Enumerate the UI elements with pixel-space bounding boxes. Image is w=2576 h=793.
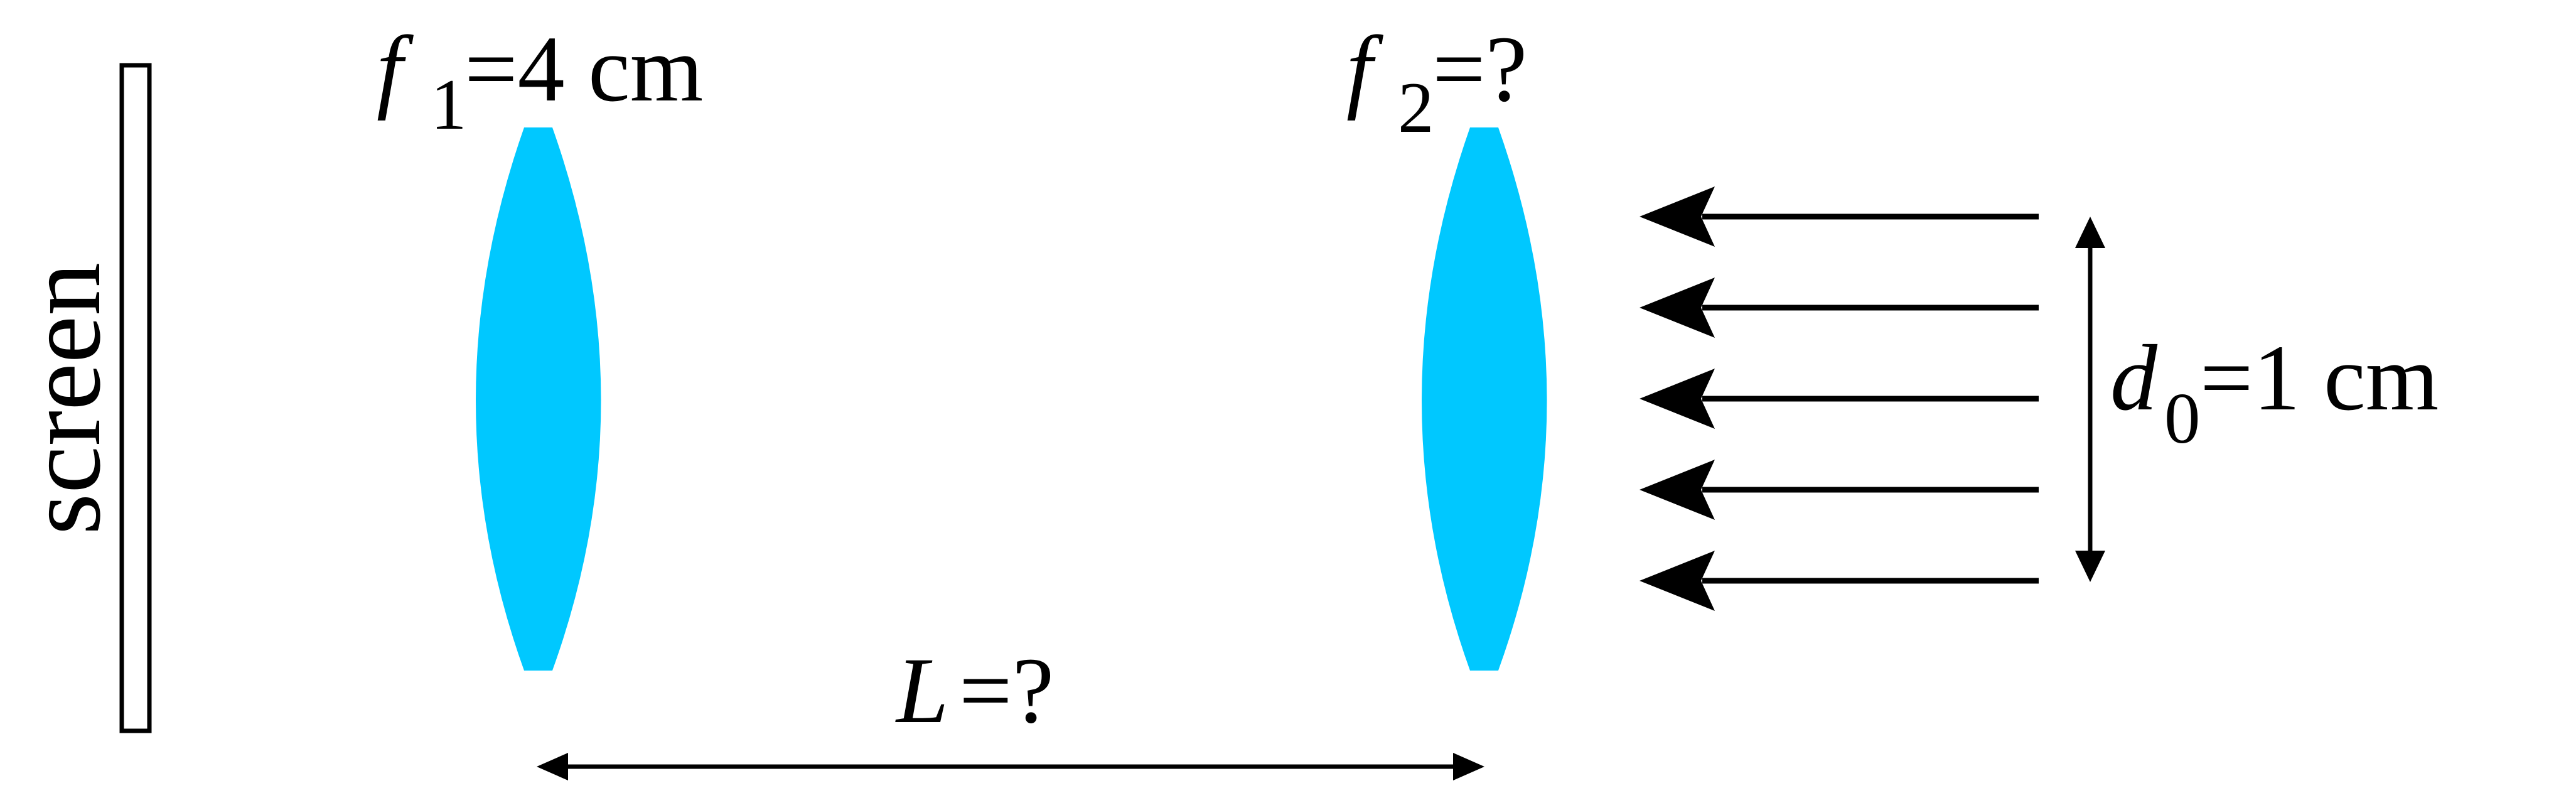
lens-2	[1422, 127, 1547, 671]
incoming-rays	[1640, 186, 2039, 611]
lens-1-focal-subscript: 1	[431, 65, 467, 144]
screen-plate	[119, 63, 152, 733]
beam-width-symbol: d	[2110, 326, 2158, 430]
beam-width-subscript: 0	[2164, 379, 2201, 458]
lens-2-focal-value: =?	[1432, 17, 1527, 121]
screen-label: screen	[4, 262, 122, 535]
ray-arrow-head	[1640, 551, 1715, 611]
lens-2-focal-symbol: f	[1346, 17, 1383, 121]
beam-width-label: d0=1 cm	[2110, 326, 2439, 458]
beam-width-arrow-head-bottom	[2075, 551, 2105, 582]
beam-width-value: =1 cm	[2200, 326, 2439, 430]
separation-label: L=?	[895, 639, 1054, 743]
lens-2-focal-subscript: 2	[1398, 68, 1434, 148]
ray-arrow-head	[1640, 186, 1715, 247]
lens-1-focal-value: =4 cm	[464, 17, 703, 121]
ray-arrow-head	[1640, 460, 1715, 520]
ray-arrow-head	[1640, 278, 1715, 338]
lens-1	[476, 127, 601, 671]
separation-symbol: L	[895, 639, 948, 743]
separation-arrow-head-right	[1453, 753, 1484, 780]
separation-value: =?	[959, 639, 1054, 743]
separation-arrow-head-left	[537, 753, 568, 780]
lens-1-focal-symbol: f	[377, 17, 414, 121]
ray-arrow-head	[1640, 369, 1715, 429]
beam-width-arrow-head-top	[2075, 217, 2105, 248]
